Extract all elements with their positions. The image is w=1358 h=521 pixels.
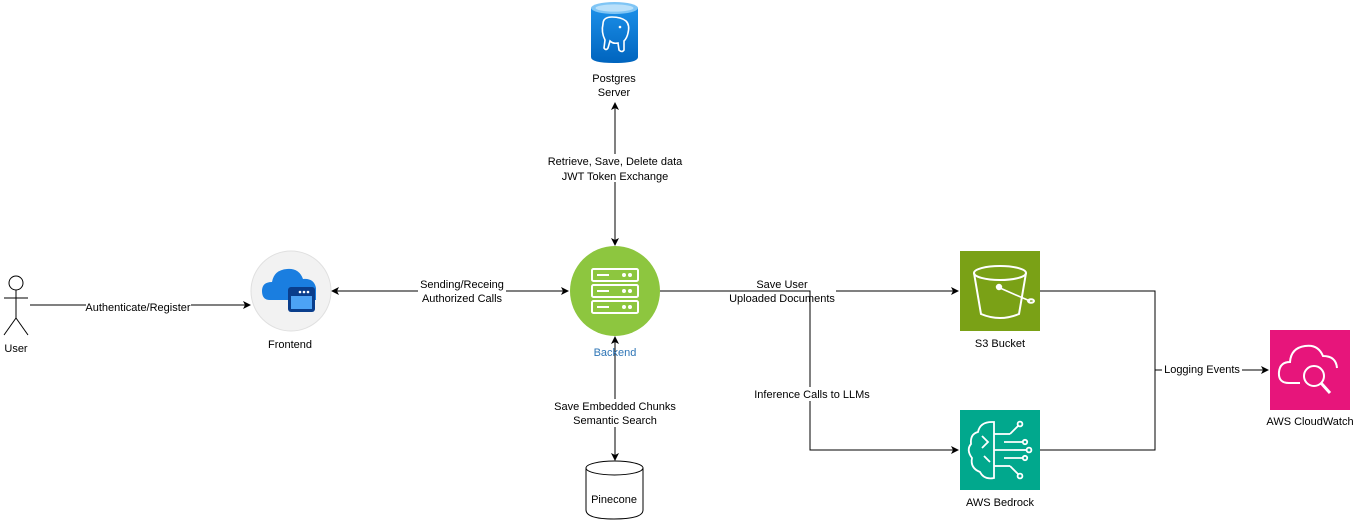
edge-label-semantic: Semantic Search bbox=[573, 415, 657, 427]
cloud-magnifier-icon bbox=[1277, 344, 1338, 395]
edge-backend-pinecone: Save Embedded Chunks Semantic Search bbox=[551, 336, 679, 461]
s3-label: S3 Bucket bbox=[975, 338, 1025, 350]
edge-label-uploaded: Uploaded Documents bbox=[729, 293, 835, 305]
cloudwatch-tile bbox=[1270, 330, 1350, 410]
postgres-label-line1: Postgres bbox=[592, 73, 636, 85]
edge-label-save-user: Save User bbox=[756, 279, 808, 291]
bucket-icon bbox=[973, 265, 1035, 319]
postgres-elephant-database-icon bbox=[591, 2, 638, 63]
edge-user-frontend: Authenticate/Register bbox=[30, 300, 251, 314]
server-rack-icon bbox=[591, 268, 639, 314]
edge-label-embedded: Save Embedded Chunks bbox=[554, 401, 676, 413]
backend-label: Backend bbox=[594, 347, 637, 359]
node-pinecone[interactable]: Pinecone bbox=[585, 460, 644, 520]
edge-label-inference: Inference Calls to LLMs bbox=[754, 389, 870, 401]
node-postgres[interactable]: Postgres Server bbox=[591, 2, 638, 99]
edge-backend-s3: Save User Uploaded Documents bbox=[660, 279, 959, 305]
cloud-window-icon bbox=[262, 268, 316, 312]
node-cloudwatch[interactable]: AWS CloudWatch bbox=[1266, 330, 1354, 428]
cloudwatch-label: AWS CloudWatch bbox=[1266, 416, 1353, 428]
stick-figure-icon bbox=[3, 275, 29, 336]
edge-label-logging: Logging Events bbox=[1164, 364, 1240, 376]
postgres-label-line2: Server bbox=[598, 87, 631, 99]
pinecone-label: Pinecone bbox=[591, 494, 637, 506]
node-user[interactable]: User bbox=[3, 275, 29, 355]
user-label: User bbox=[4, 343, 28, 355]
bedrock-label: AWS Bedrock bbox=[966, 497, 1035, 509]
backend-circle bbox=[570, 246, 660, 336]
node-s3[interactable]: S3 Bucket bbox=[960, 251, 1040, 350]
edge-label-authorized: Authorized Calls bbox=[422, 293, 503, 305]
edge-label-jwt: JWT Token Exchange bbox=[562, 171, 669, 183]
edge-label-retrieve: Retrieve, Save, Delete data bbox=[548, 156, 683, 168]
node-backend[interactable]: Backend bbox=[570, 246, 660, 359]
edge-label-sending: Sending/Receing bbox=[420, 279, 504, 291]
frontend-label: Frontend bbox=[268, 339, 312, 351]
edge-backend-bedrock: Inference Calls to LLMs bbox=[660, 290, 959, 454]
cylinder-database-icon bbox=[585, 460, 644, 520]
edge-backend-postgres: Retrieve, Save, Delete data JWT Token Ex… bbox=[543, 102, 687, 246]
edge-to-cloudwatch: Logging Events bbox=[1040, 290, 1269, 451]
brain-circuit-icon bbox=[967, 420, 1033, 480]
edge-frontend-backend: Sending/Receing Authorized Calls bbox=[331, 279, 569, 305]
node-frontend[interactable]: Frontend bbox=[250, 250, 332, 351]
node-bedrock[interactable]: AWS Bedrock bbox=[960, 410, 1040, 509]
edge-label-authenticate: Authenticate/Register bbox=[85, 302, 191, 314]
